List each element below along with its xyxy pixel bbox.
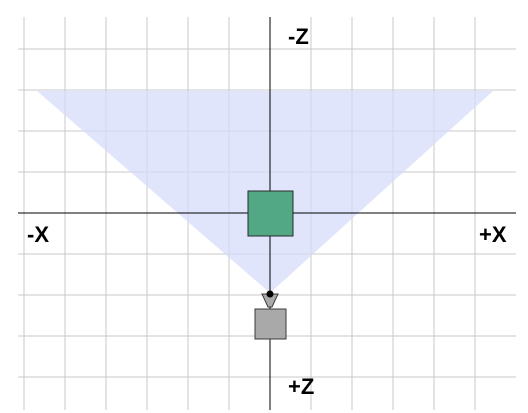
axis-label-neg-x: -X (27, 222, 49, 247)
axis-label-pos-x: +X (479, 222, 507, 247)
camera-body (254, 308, 287, 340)
camera-position-dot (266, 290, 274, 298)
cube-object (247, 190, 294, 237)
axis-label-neg-z: -Z (288, 24, 309, 49)
axis-label-pos-z: +Z (288, 374, 314, 399)
camera-icon (254, 290, 287, 340)
